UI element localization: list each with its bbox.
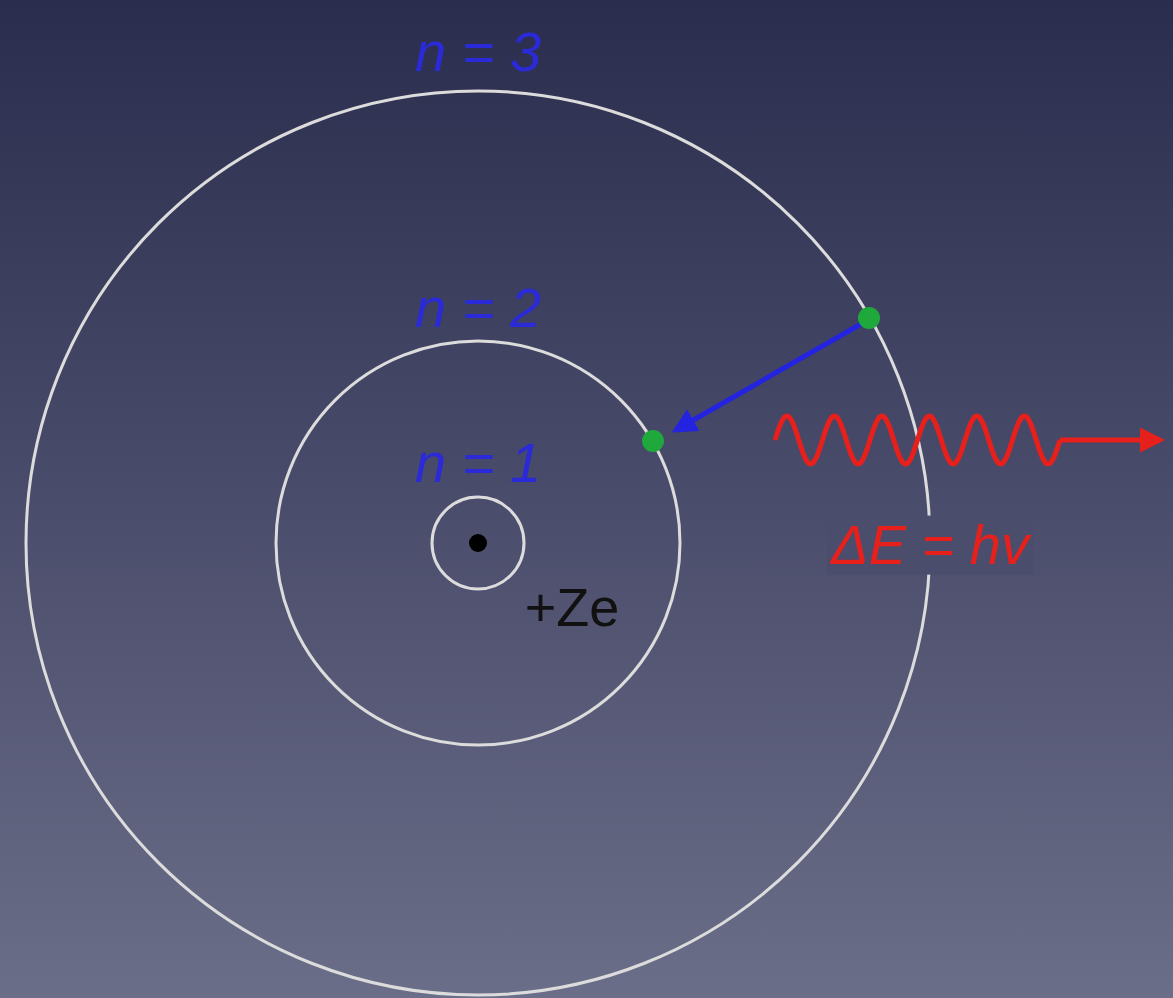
transition-arrow [676,320,868,430]
photon [775,416,1160,464]
orbit-2 [276,341,680,745]
nucleus [469,534,487,552]
orbit-3 [26,91,930,995]
nucleus-charge: +Ze [521,579,624,636]
orbit-1 [432,497,524,589]
electron-initial [858,307,880,329]
photon-wave [775,416,1060,464]
orbit-label: n = 1 [411,434,545,493]
orbit-label: n = 3 [411,23,545,82]
orbit-label: n = 2 [411,279,545,338]
photon-arrow [1060,438,1160,443]
electron-final [642,430,664,452]
energy-label: ΔE = hv [827,516,1033,575]
